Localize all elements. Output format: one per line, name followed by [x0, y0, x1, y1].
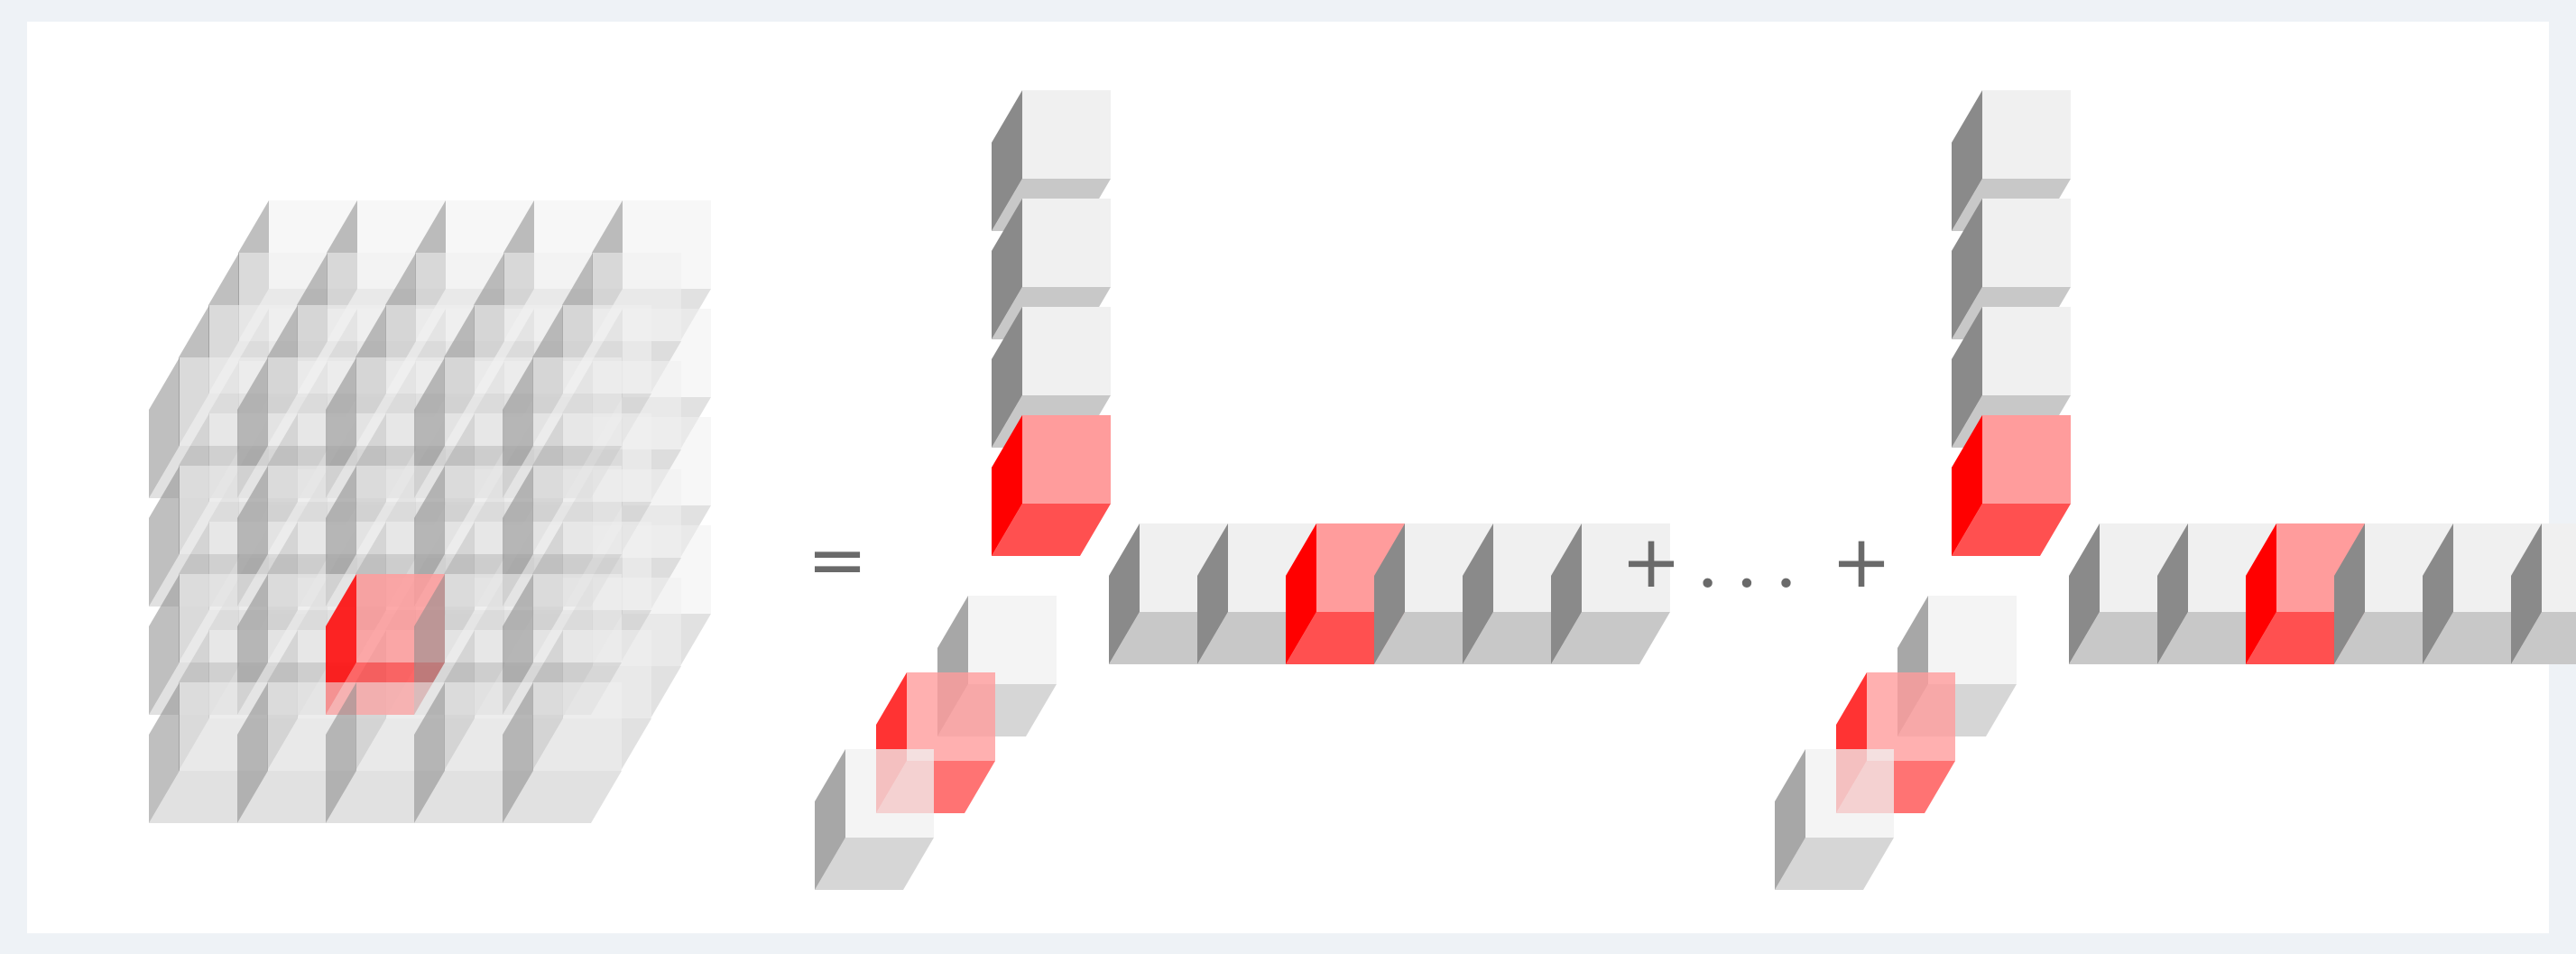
ellipsis: ... — [1696, 520, 1814, 604]
row-cube — [1551, 523, 1670, 664]
grid-cube — [503, 682, 622, 823]
plus-sign-2: + — [1831, 520, 1891, 604]
cube-grid-6x6x6 — [149, 200, 711, 823]
term-2-cross — [1775, 90, 2576, 890]
highlight-cube — [992, 415, 1111, 556]
equals-sign: = — [807, 518, 867, 602]
highlight-cube — [1952, 415, 2071, 556]
depth-cube — [1775, 749, 1894, 890]
plus-sign-1: + — [1620, 520, 1681, 604]
depth-cube — [815, 749, 934, 890]
row-cube — [2511, 523, 2576, 664]
term-1-cross — [815, 90, 1670, 890]
